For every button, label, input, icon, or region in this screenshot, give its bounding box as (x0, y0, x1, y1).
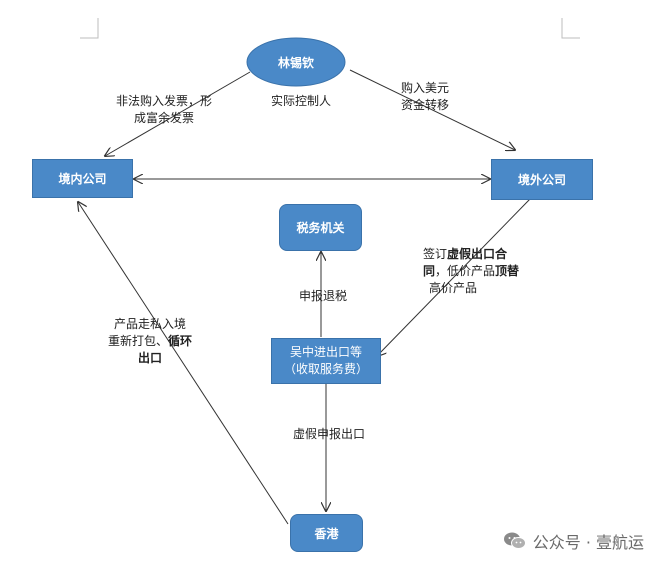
smuggle-line1: 产品走私入境 (113, 317, 186, 331)
smuggle-label: 产品走私入境 重新打包、循环 出口 (100, 316, 200, 367)
watermark-text: 公众号 · 壹航运 (532, 533, 644, 552)
arrow-person-to-domestic (105, 71, 251, 156)
controller-label: 实际控制人 (270, 94, 331, 108)
arrow-foreign-to-agent (377, 198, 531, 356)
smuggle-line2-b: 循环 (168, 334, 193, 348)
smuggle-line3-bold: 出口 (137, 351, 162, 365)
invoice-label-line2: 成富余发票 (133, 111, 194, 125)
hong-kong-node: 香港 (290, 514, 363, 552)
tax-authority-node: 税务机关 (279, 204, 362, 251)
page-corner-marks (80, 18, 580, 39)
wechat-icon (503, 532, 526, 549)
watermark: 公众号 · 壹航运 (503, 529, 644, 553)
fake-contract-line2-a: 同 (423, 264, 436, 278)
domestic-company-node: 境内公司 (32, 159, 133, 198)
smuggle-line2: 重新打包、循环 (100, 333, 200, 350)
person-node-label: 林锡钦 (277, 55, 314, 70)
invoice-label-line1: 非法购入发票，形 (115, 94, 212, 108)
export-agent-fee: （收取服务费） (283, 362, 368, 376)
invoice-label: 非法购入发票，形 成富余发票 (104, 93, 224, 127)
smuggle-line3: 出口 (100, 350, 200, 367)
foreign-company-node: 境外公司 (491, 159, 593, 200)
usd-transfer-line2: 资金转移 (400, 98, 449, 112)
fake-contract-label: 签订虚假出口合 同，低价产品顶替 高价产品 (423, 246, 533, 297)
usd-transfer-label: 购入美元 资金转移 (385, 80, 465, 114)
usd-transfer-line1: 购入美元 (400, 81, 449, 95)
fake-contract-line3: 高价产品 (429, 281, 478, 295)
fake-contract-line1-a: 签订 (423, 247, 448, 261)
fake-contract-line1-b: 虚假出口合 (447, 247, 508, 261)
arrow-hk-to-domestic (78, 202, 289, 525)
fake-contract-line2-b: ，低价产品 (435, 264, 496, 278)
export-agent-name: 吴中进出口等 (289, 345, 362, 359)
person-node-shape (246, 37, 346, 87)
fake-contract-line2: 同，低价产品顶替 (423, 263, 533, 280)
arrow-person-to-foreign (349, 69, 515, 150)
fake-contract-line1: 签订虚假出口合 (423, 246, 533, 263)
smuggle-line2-a: 重新打包、 (107, 334, 168, 348)
refund-label: 申报退税 (298, 289, 347, 303)
fake-contract-line2-c: 顶替 (495, 264, 520, 278)
fake-export-label: 虚假申报出口 (292, 427, 365, 441)
export-agent-node: 吴中进出口等 （收取服务费） (271, 338, 381, 384)
